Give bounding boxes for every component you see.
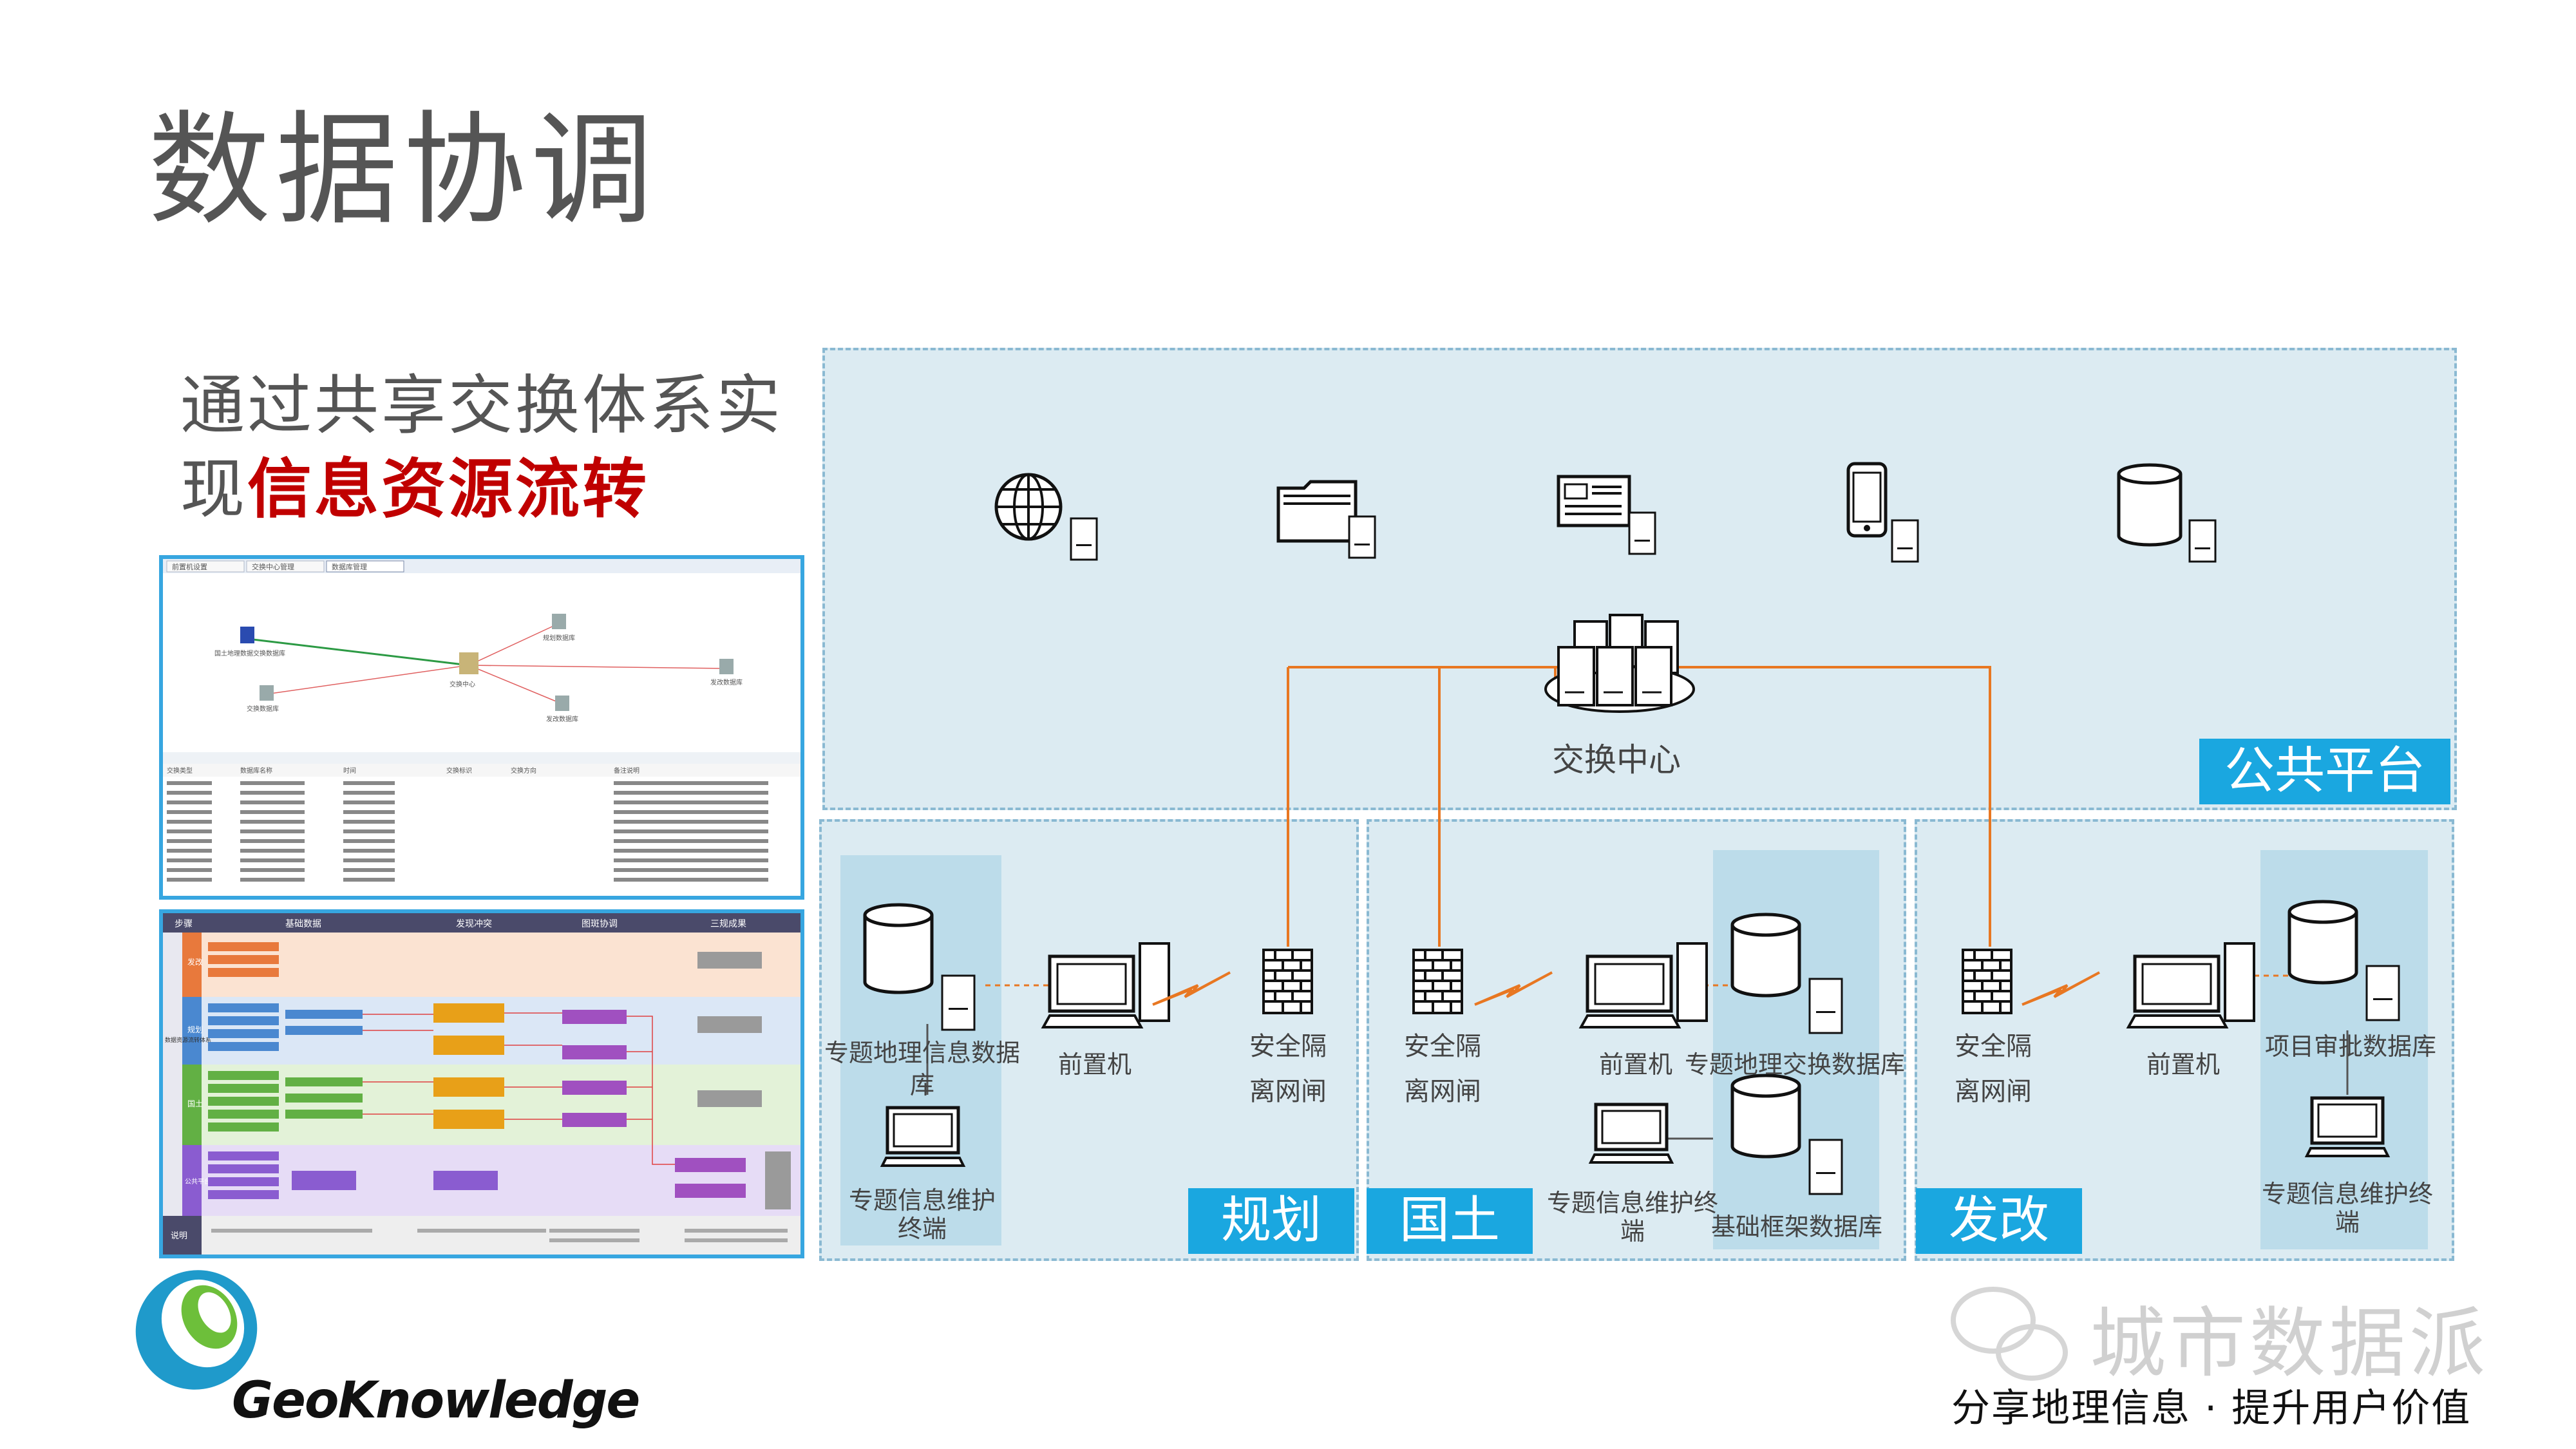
guotu-terminal-icon — [1588, 1103, 1674, 1164]
tab-2: 数据库管理 — [332, 562, 367, 571]
node-label-5: 交换数据库 — [247, 705, 279, 713]
exchange-server-cluster-icon — [1544, 614, 1695, 713]
fagai-firewall-icon — [1962, 949, 2012, 1014]
node-label-0: 国土地理数据交换数据库 — [214, 649, 285, 658]
subtitle-line-1: 通过共享交换体系实 — [180, 368, 783, 443]
exchange-links — [1287, 666, 1991, 947]
node-label-3: 发改数据库 — [710, 678, 743, 687]
slogan: 分享地理信息 · 提升用户价值 — [1951, 1386, 2472, 1431]
guihua-front-computer-icon — [1041, 942, 1170, 1028]
table-header-0: 交换类型 — [167, 766, 193, 775]
table-header-5: 备注说明 — [614, 766, 639, 775]
guihua-terminal-label: 专题信息维护终端 — [848, 1186, 996, 1243]
node-label-4: 发改数据库 — [546, 715, 578, 723]
guotu-gate-label: 安全隔 离网闸 — [1404, 1032, 1481, 1106]
matrix-col-3: 图斑协调 — [582, 919, 618, 929]
matrix-row-2: 国土 — [187, 1099, 203, 1108]
guotu-front-computer-icon — [1578, 942, 1708, 1028]
guotu-tag: 国土 — [1367, 1188, 1533, 1254]
matrix-col-2: 发现冲突 — [456, 919, 492, 929]
subtitle-highlight: 信息资源流转 — [247, 451, 649, 527]
globe-icon — [994, 473, 1098, 561]
matrix-side-label: 数据资源流转体系 — [165, 1036, 211, 1044]
guotu-framework-db-icon — [1730, 1074, 1843, 1195]
page-title: 数据协调 — [148, 99, 659, 242]
tab-1: 交换中心管理 — [252, 562, 294, 571]
public-platform-tag: 公共平台 — [2199, 739, 2450, 804]
node-label-1: 交换中心 — [450, 680, 475, 688]
guihua-firewall-icon — [1262, 949, 1313, 1014]
exchange-monitor-screenshot: 前置机设置 交换中心管理 数据库管理 国土地理数据交换数据库 交换中心 规划数据… — [159, 555, 804, 900]
guotu-front-label: 前置机 — [1598, 1050, 1672, 1079]
fagai-front-label: 前置机 — [2146, 1050, 2220, 1079]
guotu-framework-db-label: 基础框架数据库 — [1710, 1213, 1882, 1241]
mobile-icon — [1846, 462, 1919, 563]
geoknowledge-brand: GeoKnowledge — [232, 1372, 640, 1430]
matrix-row-3: 公共平台 — [185, 1177, 211, 1186]
fagai-terminal-label: 专题信息维护终端 — [2261, 1180, 2433, 1236]
geoknowledge-logo-icon — [135, 1270, 258, 1390]
guotu-exchange-db-label: 专题地理交换数据库 — [1684, 1050, 1905, 1079]
matrix-row-0: 发改 — [187, 957, 203, 967]
fagai-terminal-icon — [2304, 1096, 2391, 1157]
guotu-link-bolt-icon — [1474, 971, 1553, 1006]
subtitle: 通过共享交换体系实 现信息资源流转 — [180, 364, 783, 531]
matrix-col-1: 基础数据 — [285, 918, 321, 929]
local-links — [926, 1024, 2349, 1140]
matrix-col-4: 三规成果 — [710, 919, 746, 929]
monitor-form-icon — [1557, 475, 1656, 555]
flow-matrix-screenshot: 步骤 基础数据 发现冲突 图斑协调 三规成果 发改 规划 国土 公共平台 数据资… — [159, 909, 804, 1258]
node-label-2: 规划数据库 — [543, 634, 575, 642]
guotu-firewall-icon — [1412, 949, 1463, 1014]
exchange-center-label: 交换中心 — [1552, 741, 1681, 779]
matrix-row-1: 规划 — [187, 1025, 203, 1034]
guihua-db-icon — [863, 903, 976, 1031]
guihua-link-bolt-icon — [1152, 971, 1231, 1006]
database-icon — [2117, 463, 2217, 563]
public-platform-panel — [822, 348, 2457, 810]
fagai-gate-label: 安全隔 离网闸 — [1955, 1032, 2032, 1106]
guotu-terminal-label: 专题信息维护终端 — [1546, 1189, 1718, 1245]
folder-icon — [1276, 480, 1376, 559]
watermark-text: 城市数据派 — [2090, 1299, 2490, 1388]
guihua-db-label: 专题地理信息数据库 — [824, 1039, 1020, 1099]
subtitle-line-2: 现信息资源流转 — [180, 451, 649, 527]
tab-0: 前置机设置 — [172, 562, 207, 571]
guihua-terminal-icon — [880, 1106, 966, 1167]
table-header-2: 时间 — [343, 766, 356, 775]
fagai-db-label: 项目审批数据库 — [2264, 1032, 2436, 1061]
matrix-footer-label: 说明 — [171, 1231, 187, 1241]
guotu-exchange-db-icon — [1730, 913, 1843, 1034]
wechat-icon — [1951, 1287, 2068, 1381]
guihua-tag: 规划 — [1188, 1188, 1354, 1254]
fagai-front-computer-icon — [2126, 942, 2255, 1028]
fagai-link-bolt-icon — [2022, 971, 2100, 1006]
fagai-db-icon — [2287, 900, 2400, 1021]
fagai-tag: 发改 — [1916, 1188, 2082, 1254]
matrix-col-0: 步骤 — [175, 919, 193, 929]
guihua-gate-label: 安全隔 离网闸 — [1249, 1032, 1327, 1106]
table-header-4: 交换方向 — [511, 766, 536, 775]
table-header-3: 交换标识 — [446, 766, 472, 775]
table-header-1: 数据库名称 — [240, 766, 272, 775]
guihua-front-label: 前置机 — [1057, 1050, 1132, 1079]
